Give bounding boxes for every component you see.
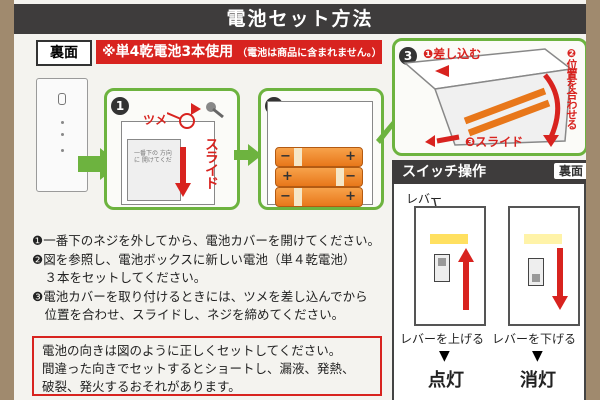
back-side-label: 裏面 — [36, 40, 92, 66]
lever-knob — [532, 274, 540, 282]
instruction-line: ３本をセットしてください。 — [32, 270, 207, 286]
battery-2: + − — [275, 167, 363, 187]
warning-line: 間違った向きでセットするとショートし、漏液、発熱、 — [42, 361, 355, 376]
screw-dot — [61, 121, 64, 124]
battery-band — [294, 148, 302, 166]
switch-title: スイッチ操作 — [402, 164, 486, 180]
screw-dot — [61, 133, 64, 136]
cover-text: 一番下の 方向に 開けてくだ — [134, 150, 172, 164]
warning-line: 破裂、発火するおそれがあります。 — [42, 379, 241, 394]
remove-arrow-icon — [191, 103, 201, 115]
switch-plate-off — [508, 206, 580, 326]
down-triangle-icon: ▼ — [532, 348, 543, 364]
lever-label: レバー — [406, 192, 443, 206]
warning-box: 電池の向きは図のように正しくセットしてください。 間違った向きでセットするとショ… — [32, 336, 382, 396]
down-triangle-icon: ▼ — [439, 348, 450, 364]
instructions-list: ❶一番下のネジを外してから、電池カバーを開けてください。 ❷図を参照し、電池ボッ… — [32, 232, 380, 325]
battery-minus: − — [345, 169, 356, 184]
battery-plus: + — [345, 189, 356, 204]
switch-section-header: スイッチ操作 裏面 — [392, 160, 586, 184]
lever-up-label: レバーを上げる — [400, 332, 485, 346]
hang-hole — [58, 93, 66, 105]
step3-box: 3 ❶差し込む ❷位置を合わせる ❸スライド — [392, 38, 586, 156]
light-off-result: 消灯 — [520, 370, 556, 391]
battery-cover: 一番下の 方向に 開けてくだ — [127, 139, 181, 201]
cover-attach-illustration — [403, 48, 573, 147]
step2-box: 2 − + + − − + — [258, 88, 384, 210]
battery-minus: − — [280, 149, 291, 164]
light-on-result: 点灯 — [428, 370, 464, 391]
step1-number: 1 — [111, 97, 129, 115]
battery-not-included-text: （電池は商品に含まれません。） — [237, 48, 382, 59]
instruction-line: ❸電池カバーを取り付けるときには、ツメを差し込んでから — [32, 288, 368, 304]
page-title: 電池セット方法 — [14, 4, 586, 34]
battery-band — [294, 188, 302, 206]
battery-3: − + — [275, 187, 363, 207]
instruction-sheet: 電池セット方法 裏面 ※単4乾電池3本使用（電池は商品に含まれません。） 1 一… — [14, 0, 586, 400]
battery-plus: + — [345, 149, 356, 164]
screw-dot — [61, 149, 64, 152]
switch-lever-down[interactable] — [528, 258, 544, 286]
battery-minus: − — [280, 189, 291, 204]
battery-plus: + — [282, 169, 293, 184]
instruction-line: ❶一番下のネジを外してから、電池カバーを開けてください。 — [32, 233, 380, 248]
light-indicator — [524, 234, 562, 244]
step3-number: 3 — [399, 47, 417, 65]
slide-step3-label: ❸スライド — [465, 135, 524, 149]
lever-knob — [438, 258, 446, 266]
tsume-label: ツメ — [143, 113, 168, 127]
switch-back-tag: 裏面 — [553, 163, 586, 179]
warning-line: 電池の向きは図のように正しくセットしてください。 — [42, 343, 342, 358]
instruction-line: 位置を合わせ、スライドし、ネジを締めてください。 — [32, 307, 345, 323]
screw-icon — [206, 102, 224, 119]
slide-label: スライド — [203, 137, 219, 189]
down-arrow-icon — [552, 248, 568, 310]
claw-pointer-icon — [167, 112, 195, 129]
light-indicator — [430, 234, 468, 244]
up-arrow-icon — [458, 248, 474, 310]
lever-down-label: レバーを下げる — [492, 332, 577, 346]
battery-requirement-text: ※単4乾電池3本使用 — [102, 44, 234, 60]
battery-1: − + — [275, 147, 363, 167]
switch-lever-up[interactable] — [434, 254, 450, 282]
switch-plate-on — [414, 206, 486, 326]
step-arrow-icon — [234, 144, 262, 166]
device-back-illustration — [36, 78, 88, 192]
align-label: ❷位置を合わせる — [565, 47, 578, 129]
insert-label: ❶差し込む — [423, 47, 482, 61]
battery-requirement-note: ※単4乾電池3本使用（電池は商品に含まれません。） — [96, 40, 382, 64]
instruction-line: ❷図を参照し、電池ボックスに新しい電池（単４乾電池） — [32, 251, 356, 267]
battery-band — [336, 168, 344, 186]
step1-box: 1 一番下の 方向に 開けてくだ ツメ スライド — [104, 88, 240, 210]
slide-down-arrow-icon — [175, 147, 191, 197]
